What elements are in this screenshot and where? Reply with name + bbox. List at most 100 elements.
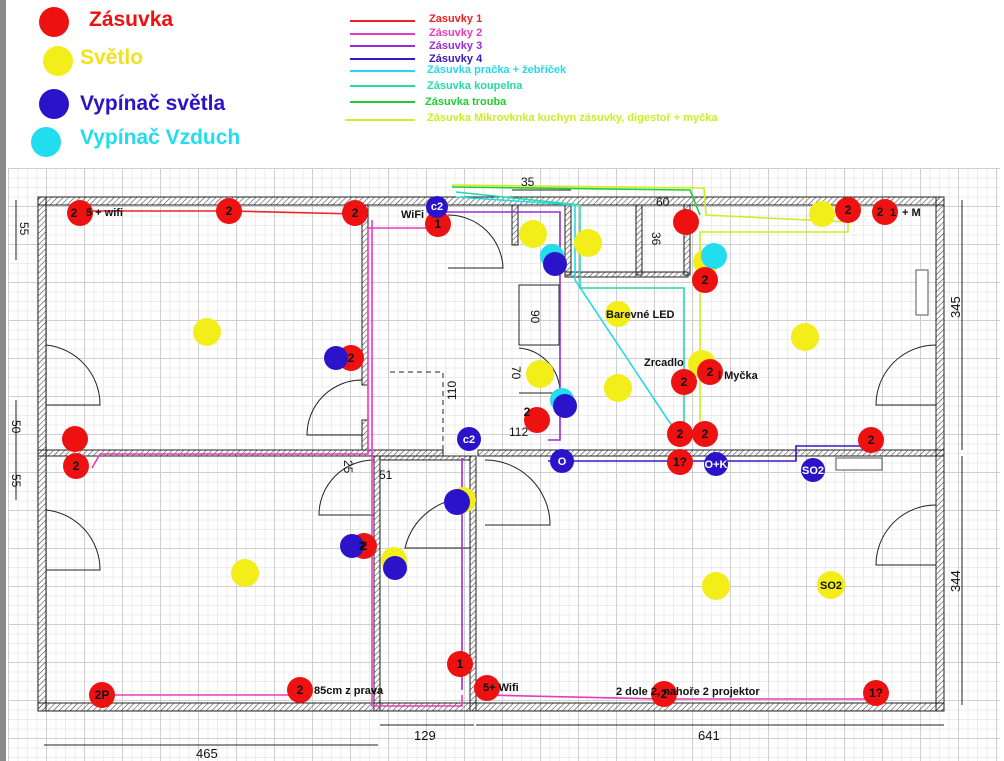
switch-w7 (801, 458, 825, 482)
wire-label-5: Zásuvka pračka + žebříček (427, 64, 567, 76)
socket-s13 (63, 453, 89, 479)
label-85cm: 85cm z prava (314, 685, 384, 697)
radiator-bottom (835, 457, 883, 471)
switch-label: O (558, 456, 567, 468)
door-9 (484, 459, 551, 526)
wall-closet (635, 204, 643, 276)
light (231, 559, 259, 587)
label-m: + M (902, 207, 921, 219)
socket-label: 1 (435, 217, 442, 231)
label-barevne-led: Barevné LED (606, 309, 675, 321)
light (526, 360, 554, 388)
dim-60: 60 (656, 195, 670, 209)
socket-label: 1 (457, 657, 464, 671)
socket-label: 2 (845, 203, 852, 217)
wall-bath-top (379, 455, 471, 461)
switch-label: c2 (431, 201, 443, 213)
dim-110: 110 (445, 381, 459, 400)
socket-label: 2 (868, 433, 875, 447)
socket-label: 2 (524, 405, 531, 419)
dim-55a: 55 (17, 222, 31, 236)
dim-112: 112 (509, 425, 528, 439)
label-wifi-top: WiFi (401, 209, 424, 221)
switch-w1 (543, 252, 567, 276)
wall-bath-right (469, 455, 477, 712)
socket-s9 (671, 369, 697, 395)
socket-s8 (692, 267, 718, 293)
dim-35: 35 (521, 175, 535, 189)
stair-box (518, 284, 560, 346)
door-7 (318, 459, 375, 516)
socket-s1 (216, 198, 242, 224)
switch-label: c2 (463, 434, 475, 446)
light (519, 220, 547, 248)
socket-s2 (342, 200, 368, 226)
socket-label: 2 (359, 539, 366, 553)
door-6 (45, 509, 101, 571)
wire-purple (446, 211, 561, 441)
switch-labels: c2 c2 O O+K SO2 (431, 201, 824, 477)
switch-w10 (383, 556, 407, 580)
wire-label-1: Zasuvky 1 (429, 13, 483, 25)
switch-w9 (340, 534, 364, 558)
socket-s15 (692, 421, 718, 447)
socket-s22 (447, 651, 473, 677)
wire-pink-2 (371, 220, 463, 707)
wire-green (451, 186, 701, 216)
switch-w6 (704, 452, 728, 476)
switch-w4 (457, 427, 481, 451)
socket-label: 2 (352, 206, 359, 220)
wire-label-4: Zásuvky 4 (429, 53, 483, 65)
socket-label: 2 (71, 206, 78, 220)
wire-label-2: Zásuvky 2 (429, 27, 483, 39)
dim-50: 50 (9, 420, 23, 434)
socket-s20 (89, 682, 115, 708)
socket-s11 (524, 407, 550, 433)
socket-s16 (858, 427, 884, 453)
wall-top (37, 196, 945, 206)
legend-light-switch-dot (39, 89, 69, 119)
dim-55b: 55 (9, 474, 23, 488)
socket-s10 (697, 359, 723, 385)
interior-walls (37, 204, 945, 712)
label-note-bottom-right: 2 dole 2, nahoře 2 projektor (616, 686, 760, 698)
dim-641: 641 (698, 728, 720, 743)
left-edge-bar (0, 0, 6, 761)
door-5 (875, 344, 937, 406)
switch-label: O+K (705, 459, 728, 471)
legend-symbols (31, 7, 73, 157)
door-3 (447, 214, 504, 269)
label-one-tr: 1 (890, 207, 896, 219)
legend-air-switch-dot (31, 127, 61, 157)
wire-label-3: Zásuvky 3 (429, 40, 483, 52)
socket-s4 (673, 209, 699, 235)
wire-label-8: Zásuvka Mikrovknka kuchyn zásuvky, diges… (427, 112, 718, 124)
socket-s12 (62, 426, 88, 452)
socket-label: 2 (877, 205, 884, 219)
label-5-wifi: 5+ Wifi (483, 682, 519, 694)
socket-s17 (667, 449, 693, 475)
wire-blue (548, 445, 872, 462)
label-zrcadlo: Zrcadlo (644, 357, 684, 369)
dim-25: 25 (341, 460, 355, 474)
light-switches (324, 196, 825, 580)
radiator-right (915, 269, 929, 316)
door-10 (875, 504, 937, 566)
switch-w5 (550, 449, 574, 473)
dim-51: 51 (379, 468, 393, 482)
legend-vypinac-vzduch-label: Vypínač Vzduch (80, 126, 241, 149)
wall-bath-left (373, 455, 381, 712)
socket-label: 2 (707, 365, 714, 379)
socket-label: 2 (677, 427, 684, 441)
switch-w8 (444, 489, 470, 515)
light (574, 229, 602, 257)
light (702, 572, 730, 600)
wire-teal (455, 191, 685, 438)
wire-label-6: Zásuvka koupelna (427, 80, 523, 92)
socket-labels: 2 2 2 1 2 2 2 2 2 2 2 2 2 2 2 1? 2 2 2P … (71, 203, 884, 702)
socket-s21 (287, 677, 313, 703)
socket-s3 (425, 211, 451, 237)
lights (193, 201, 845, 600)
dimension-lines (15, 189, 963, 746)
doors (45, 214, 937, 571)
